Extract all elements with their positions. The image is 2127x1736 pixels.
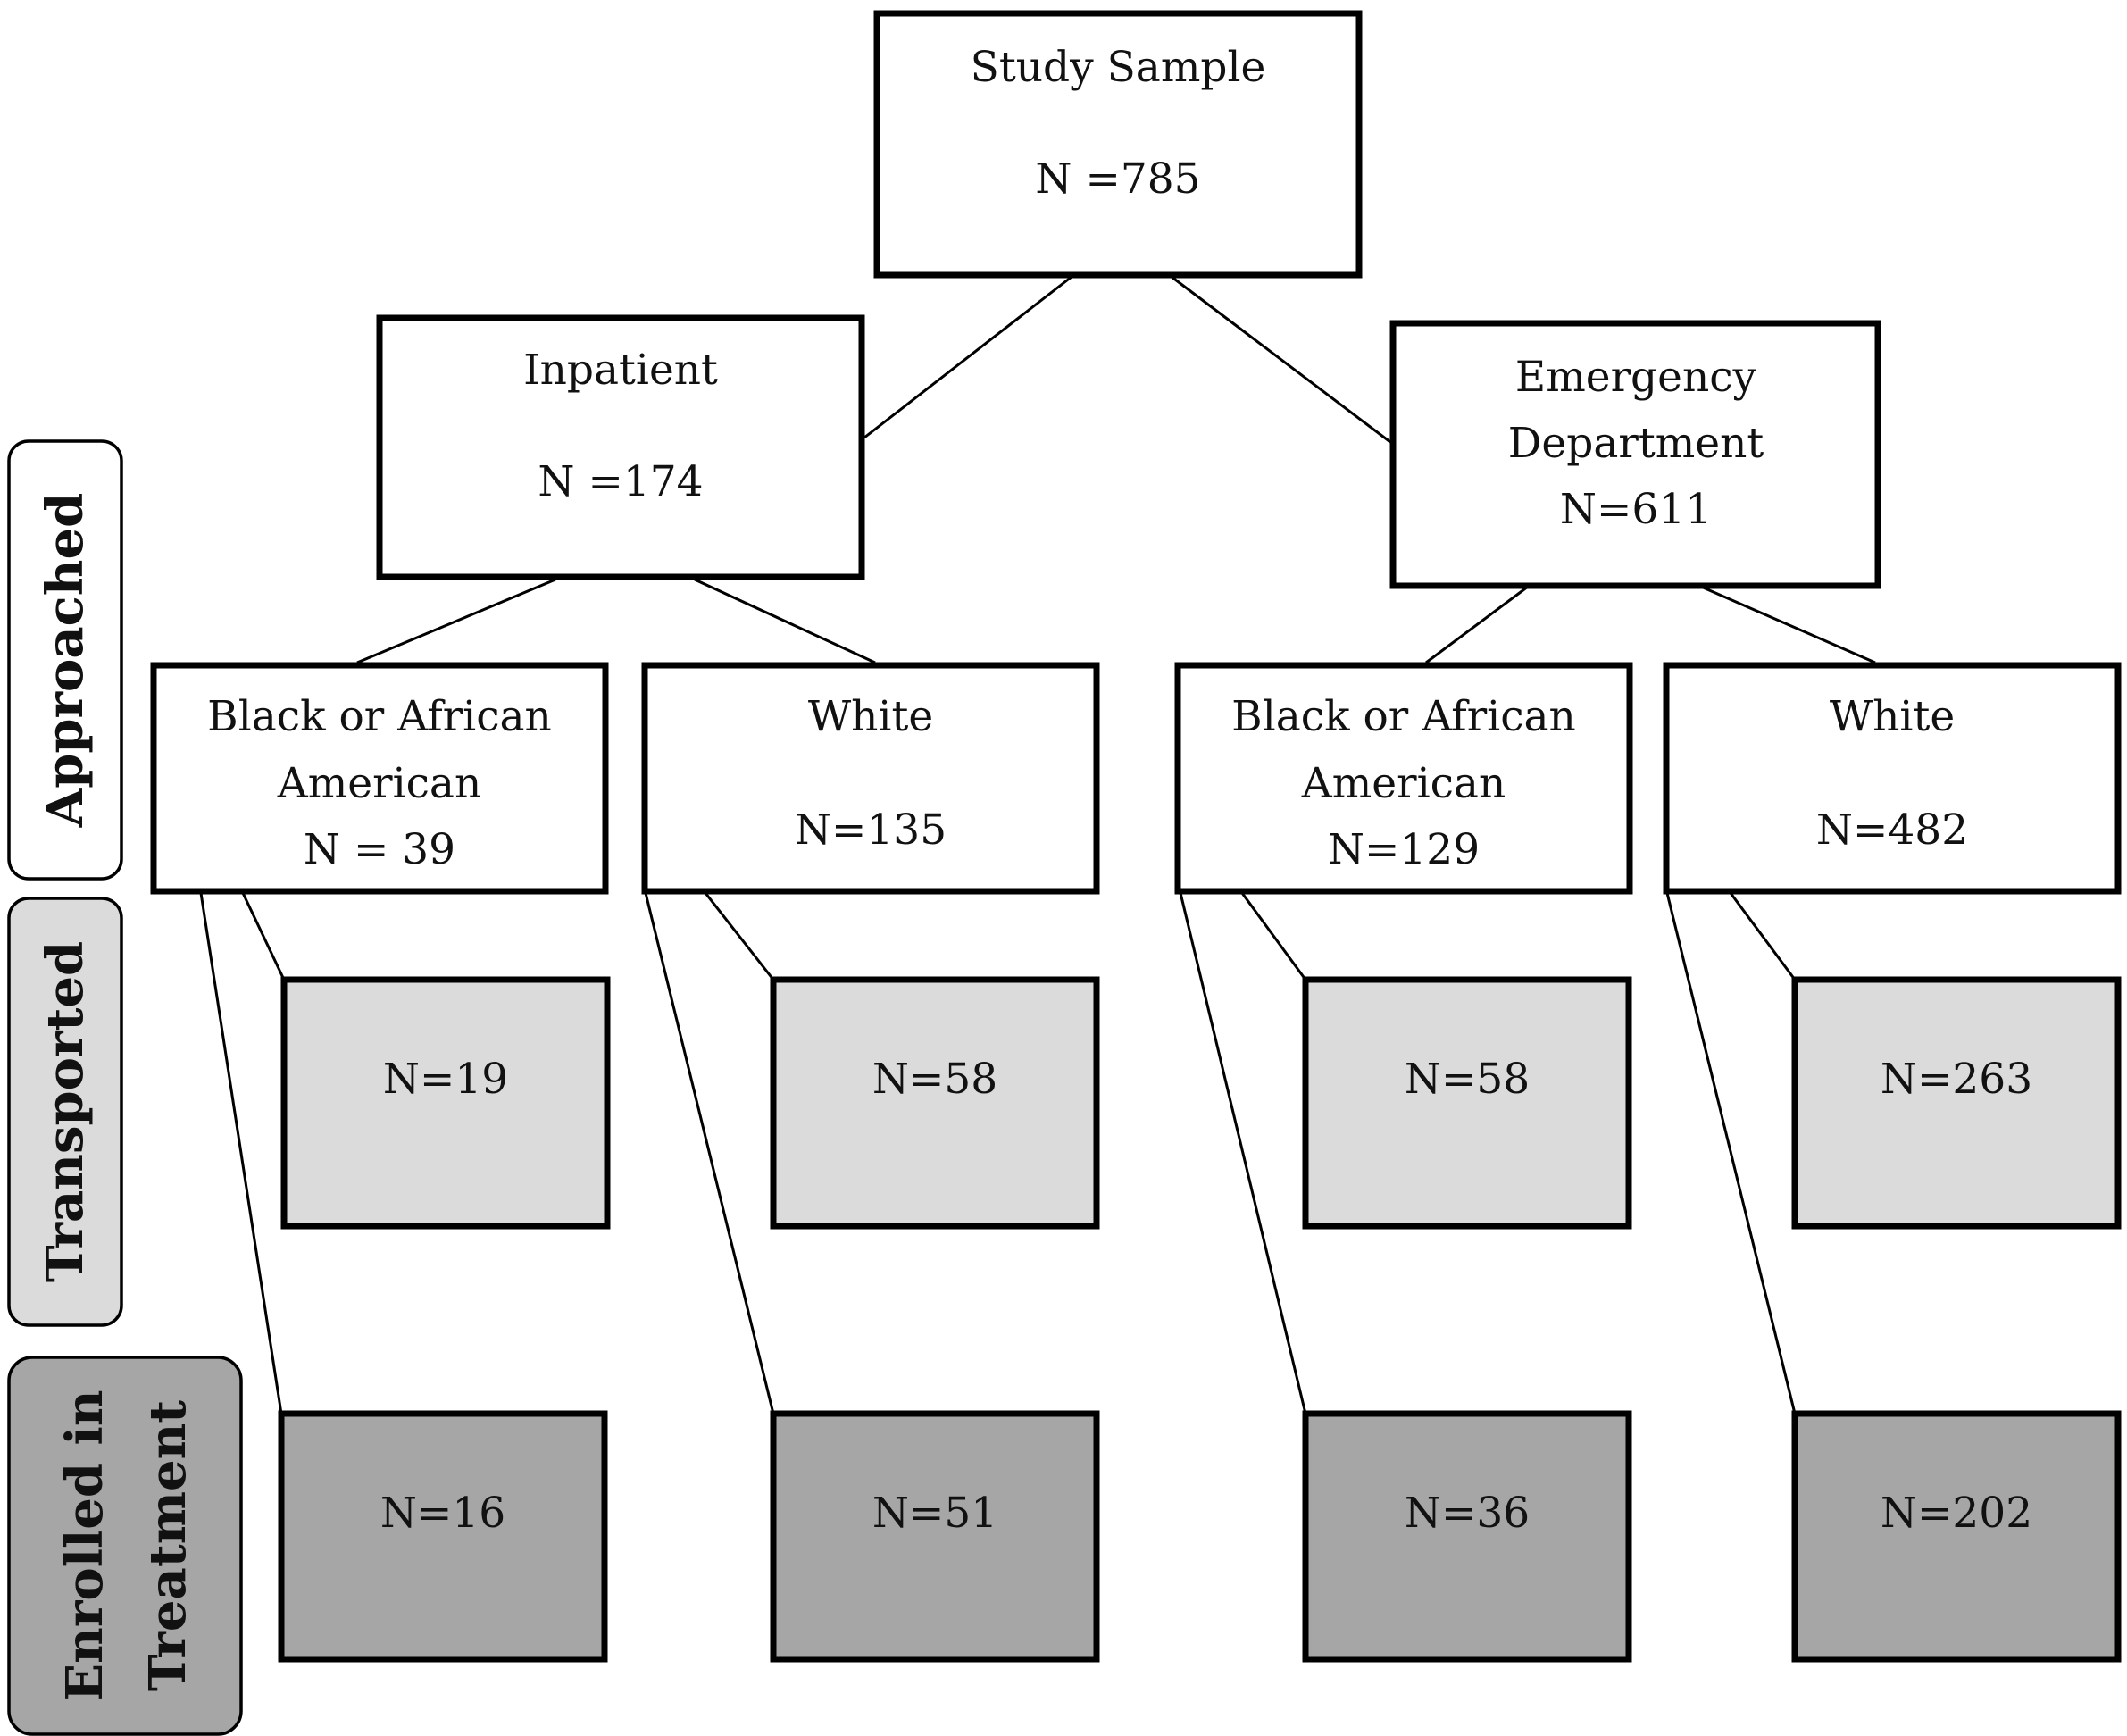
node-ip-white-enrolled-count: N=51 (872, 1489, 997, 1538)
node-ip-white-enrolled-box (770, 1410, 1100, 1663)
stage-label-approached-text: Approached (36, 493, 95, 829)
node-ip-black-enrolled-box (278, 1410, 608, 1663)
node-inpatient-white-title: White (808, 692, 933, 741)
connectors (199, 275, 1876, 1415)
node-inpatient-black-count: N = 39 (304, 825, 455, 874)
connector-inpatient-black (356, 578, 556, 664)
node-inpatient-white-box (641, 662, 1100, 895)
node-inpatient-box (376, 314, 865, 580)
node-ed-white-transported-count: N=263 (1881, 1055, 2032, 1104)
connector-root-inpatient (863, 275, 1072, 439)
node-ip-black-transported: N=19 (280, 976, 611, 1230)
connector-ip-white-transported (704, 892, 775, 981)
connector-inpatient-white (694, 578, 876, 664)
node-ip-white-transported-count: N=58 (872, 1055, 997, 1104)
node-emergency-count: N=611 (1560, 485, 1712, 534)
connector-ip-white-enrolled (644, 892, 775, 1415)
stage-label-transported-box (7, 897, 123, 1327)
node-ip-black-enrolled: N=16 (278, 1410, 608, 1663)
stage-label-transported-text: Transported (36, 941, 95, 1282)
node-ip-black-enrolled-count: N=16 (380, 1489, 505, 1538)
node-ip-black-transported-count: N=19 (383, 1055, 508, 1104)
node-inpatient-count: N =174 (538, 457, 703, 506)
node-emergency-white-title: White (1830, 692, 1955, 741)
connector-ed-white-enrolled (1665, 892, 1797, 1415)
node-inpatient: Inpatient N =174 (376, 314, 865, 580)
node-emergency-line1: Emergency (1515, 353, 1757, 402)
node-inpatient-white: White N=135 (641, 662, 1100, 895)
node-study-sample-count: N =785 (1035, 154, 1200, 204)
node-inpatient-black: Black or African American N = 39 (150, 662, 609, 895)
connector-ed-black-enrolled (1179, 892, 1307, 1415)
node-emergency-box (1389, 320, 1881, 589)
node-emergency: Emergency Department N=611 (1389, 320, 1881, 589)
node-inpatient-black-line2: American (277, 759, 481, 808)
node-ed-white-enrolled-box (1791, 1410, 2122, 1663)
node-study-sample: Study Sample N =785 (873, 10, 1363, 279)
node-emergency-line2: Department (1508, 419, 1764, 468)
node-ed-white-enrolled: N=202 (1791, 1410, 2122, 1663)
node-emergency-black-box (1174, 662, 1633, 895)
node-inpatient-white-count: N=135 (795, 805, 947, 855)
node-emergency-white-box (1663, 662, 2122, 895)
stage-label-approached-box (7, 439, 123, 881)
stage-label-approached: Approached (7, 439, 123, 881)
node-ed-black-enrolled-box (1302, 1410, 1632, 1663)
stage-label-transported: Transported (7, 897, 123, 1327)
stage-label-enrolled-box (7, 1356, 243, 1736)
node-emergency-white: White N=482 (1663, 662, 2122, 895)
node-study-sample-title: Study Sample (971, 43, 1266, 92)
node-ed-black-transported-count: N=58 (1405, 1055, 1530, 1104)
node-ip-black-transported-box (280, 976, 611, 1230)
node-study-sample-box (873, 10, 1363, 279)
node-ed-white-transported: N=263 (1791, 976, 2122, 1230)
stage-label-enrolled: Enrolled in Treatment (7, 1356, 243, 1736)
connector-ip-black-enrolled (199, 892, 283, 1415)
node-ed-black-enrolled: N=36 (1302, 1410, 1632, 1663)
node-emergency-black-line2: American (1301, 759, 1506, 808)
connector-ip-black-transported (241, 892, 286, 981)
connector-ed-white-transported (1729, 892, 1797, 981)
stage-label-enrolled-line1: Enrolled in (55, 1390, 114, 1701)
node-emergency-black: Black or African American N=129 (1174, 662, 1633, 895)
node-ed-black-transported-box (1302, 976, 1632, 1230)
node-inpatient-black-box (150, 662, 609, 895)
node-ed-black-transported: N=58 (1302, 976, 1632, 1230)
node-emergency-white-count: N=482 (1816, 805, 1968, 855)
node-inpatient-title: Inpatient (523, 346, 718, 395)
node-emergency-black-count: N=129 (1328, 825, 1480, 874)
node-ip-white-transported: N=58 (770, 976, 1100, 1230)
node-inpatient-black-line1: Black or African (207, 692, 552, 741)
node-ed-white-transported-box (1791, 976, 2122, 1230)
connector-emergency-white (1700, 585, 1876, 664)
node-ed-white-enrolled-count: N=202 (1881, 1489, 2032, 1538)
node-ed-black-enrolled-count: N=36 (1405, 1489, 1530, 1538)
node-emergency-black-line1: Black or African (1231, 692, 1576, 741)
node-ip-white-enrolled: N=51 (770, 1410, 1100, 1663)
connector-emergency-black (1425, 585, 1529, 664)
node-ip-white-transported-box (770, 976, 1100, 1230)
stage-label-enrolled-line2: Treatment (138, 1400, 197, 1691)
connector-root-emergency (1171, 275, 1391, 444)
connector-ed-black-transported (1240, 892, 1307, 981)
